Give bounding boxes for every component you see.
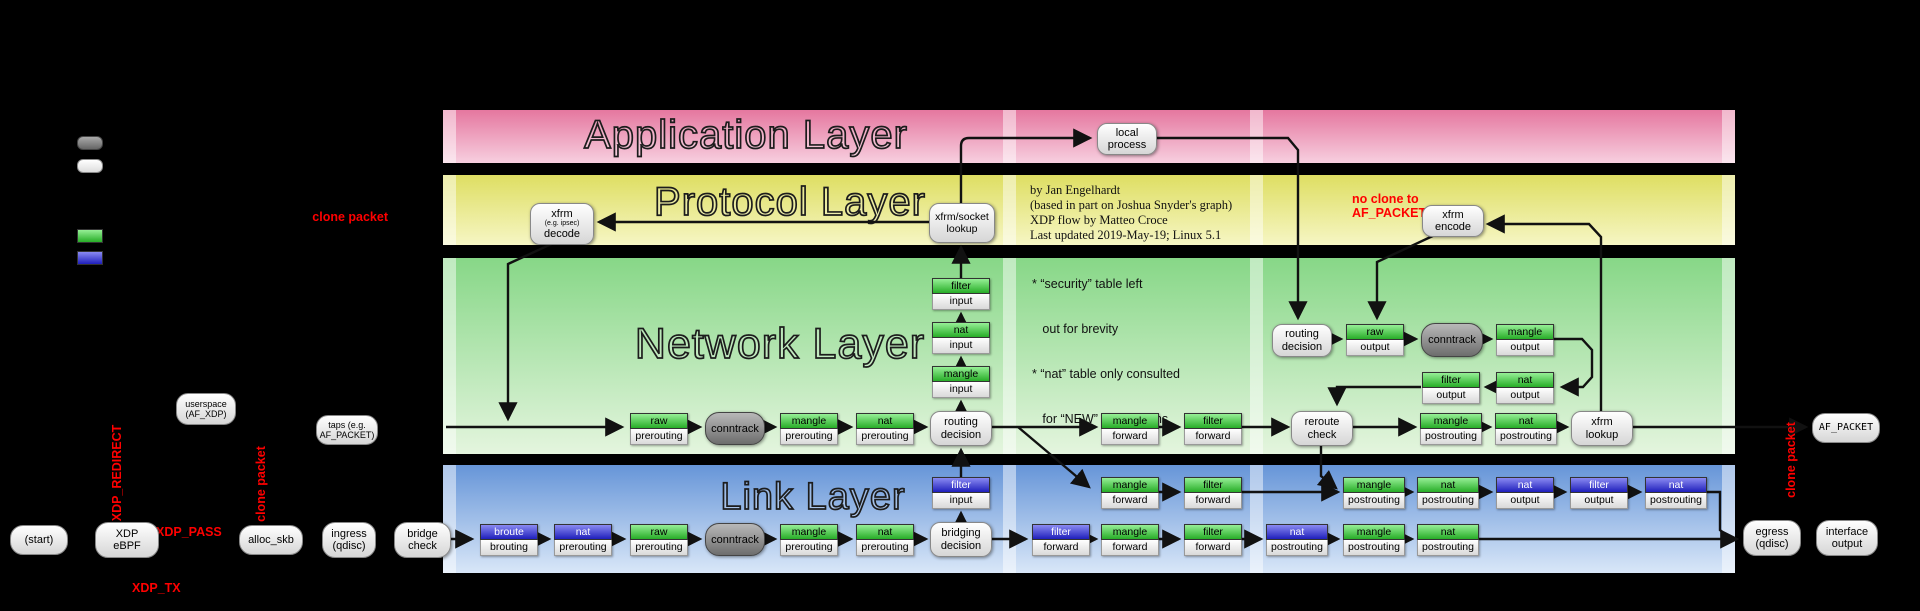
legend-decision-swatch (77, 159, 103, 173)
conntrack-net-node: conntrack (705, 412, 765, 445)
conntrack-link-node: conntrack (705, 523, 765, 556)
protocol-layer-title: Protocol Layer (653, 179, 926, 225)
af-packet-node: AF_PACKET (1812, 413, 1880, 443)
legend-conntrack-swatch (77, 136, 103, 150)
alloc-skb-node: alloc_skb (239, 525, 303, 555)
network-layer-title: Network Layer (634, 319, 926, 369)
clone-packet-label-xfrm: clone packet (312, 210, 388, 224)
start-node: (start) (10, 525, 68, 555)
clone-packet-label-skb: clone packet (254, 446, 268, 522)
xdp-redirect-label: XDP_REDIRECT (110, 424, 124, 522)
xdp-pass-label: XDP_PASS (156, 525, 222, 539)
credits-text: by Jan Engelhardt (based in part on Josh… (1030, 183, 1233, 242)
no-clone-label-line2: AF_PACKET (1352, 206, 1427, 220)
ingress-qdisc-node: ingress(qdisc) (322, 522, 376, 558)
userspace-afxdp-node: userspace(AF_XDP) (176, 393, 236, 425)
link-layer-title: Link Layer (719, 475, 906, 519)
taps-afpacket-node: taps (e.g.AF_PACKET) (316, 415, 378, 445)
no-clone-label-line1: no clone to (1352, 192, 1419, 206)
egress-qdisc-node: egress(qdisc) (1743, 520, 1801, 556)
application-layer-title: Application Layer (583, 112, 908, 158)
conntrack-output-node: conntrack (1421, 323, 1483, 357)
clone-packet-label-egress: clone packet (1784, 422, 1798, 498)
xfrm-decode-node: xfrm(e.g. ipsec)decode (530, 203, 594, 245)
legend-iptables-swatch (77, 229, 103, 243)
xdp-tx-label: XDP_TX (132, 581, 181, 595)
legend-ebtables-swatch (77, 251, 103, 265)
